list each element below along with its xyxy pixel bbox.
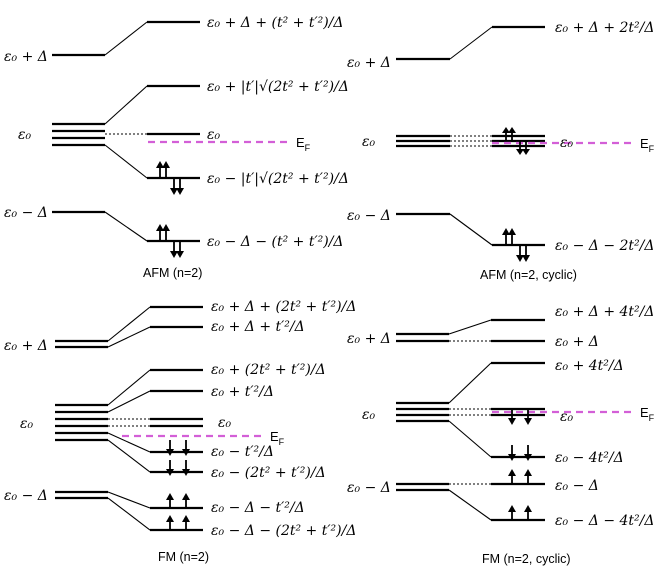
panel-fm-n2: EF ε₀ + Δ ε₀ ε₀ − Δ ε₀ + Δ + (2t² + t′²)…	[4, 299, 356, 564]
fermi-label: EF	[296, 135, 311, 153]
right-label: ε₀ − Δ − t′²/Δ	[211, 500, 305, 516]
spin-arrows	[502, 228, 530, 262]
left-label: ε₀ − Δ	[4, 205, 48, 221]
fermi-label: EF	[270, 429, 285, 447]
right-label: ε₀ + Δ + (2t² + t′²)/Δ	[211, 299, 356, 315]
panel-caption: FM (n=2)	[158, 550, 209, 564]
right-label: ε₀	[218, 415, 232, 431]
left-label: ε₀ − Δ	[4, 488, 48, 504]
right-label: ε₀	[560, 409, 574, 425]
panel-afm-n2: EF ε₀ + Δ ε₀ ε₀ − Δ ε₀ + Δ + (t² + t′²)/…	[4, 15, 349, 280]
right-label: ε₀ + Δ + t′²/Δ	[211, 319, 305, 335]
right-label: ε₀ − (2t² + t′²)/Δ	[211, 465, 326, 481]
spin-arrows	[156, 224, 184, 258]
right-label: ε₀ − |t′|√(2t² + t′²)/Δ	[207, 171, 349, 187]
right-label: ε₀ − Δ − 2t²/Δ	[555, 238, 654, 254]
right-label: ε₀ + Δ + 4t²/Δ	[555, 304, 654, 320]
left-label: ε₀	[362, 407, 376, 423]
right-label: ε₀ + 4t²/Δ	[555, 358, 624, 374]
fermi-label: EF	[640, 136, 655, 154]
spin-arrows	[508, 409, 532, 520]
spin-arrows	[502, 127, 530, 155]
panel-fm-n2-cyclic: EF ε₀ + Δ ε₀ ε₀ − Δ ε₀ + Δ + 4t²/Δ ε₀ + …	[347, 304, 655, 566]
left-label: ε₀ − Δ	[347, 208, 391, 224]
panel-afm-n2-cyclic: EF ε₀ + Δ ε₀ ε₀ − Δ ε₀ + Δ + 2t²/Δ ε₀ ε₀…	[347, 20, 655, 282]
panel-caption: FM (n=2, cyclic)	[482, 552, 571, 566]
spin-arrows	[156, 161, 184, 195]
left-label: ε₀ − Δ	[347, 480, 391, 496]
fermi-label: EF	[640, 405, 655, 423]
right-label: ε₀ − Δ − 4t²/Δ	[555, 513, 654, 529]
right-label: ε₀	[207, 127, 221, 143]
left-label: ε₀ + Δ	[4, 49, 48, 65]
left-label: ε₀	[362, 134, 376, 150]
right-label: ε₀ − t′²/Δ	[211, 444, 274, 460]
right-label: ε₀ + t′²/Δ	[211, 384, 274, 400]
right-label: ε₀ − Δ − (2t² + t′²)/Δ	[211, 523, 356, 539]
left-label: ε₀	[20, 416, 34, 432]
right-label: ε₀ + Δ + (t² + t′²)/Δ	[207, 15, 344, 31]
panel-caption: AFM (n=2, cyclic)	[480, 268, 577, 282]
right-label: ε₀ − Δ − (t² + t′²)/Δ	[207, 234, 344, 250]
left-label: ε₀ + Δ	[347, 55, 391, 71]
spin-arrows	[166, 440, 190, 530]
right-label: ε₀ + (2t² + t′²)/Δ	[211, 362, 326, 378]
right-label: ε₀ + |t′|√(2t² + t′²)/Δ	[207, 79, 349, 95]
right-label: ε₀	[560, 135, 574, 151]
right-label: ε₀ − 4t²/Δ	[555, 450, 624, 466]
panel-caption: AFM (n=2)	[143, 266, 202, 280]
left-label: ε₀	[18, 127, 32, 143]
right-label: ε₀ + Δ + 2t²/Δ	[555, 20, 654, 36]
left-label: ε₀ + Δ	[347, 331, 391, 347]
left-label: ε₀ + Δ	[4, 338, 48, 354]
right-label: ε₀ + Δ	[555, 334, 599, 350]
right-label: ε₀ − Δ	[555, 478, 599, 494]
